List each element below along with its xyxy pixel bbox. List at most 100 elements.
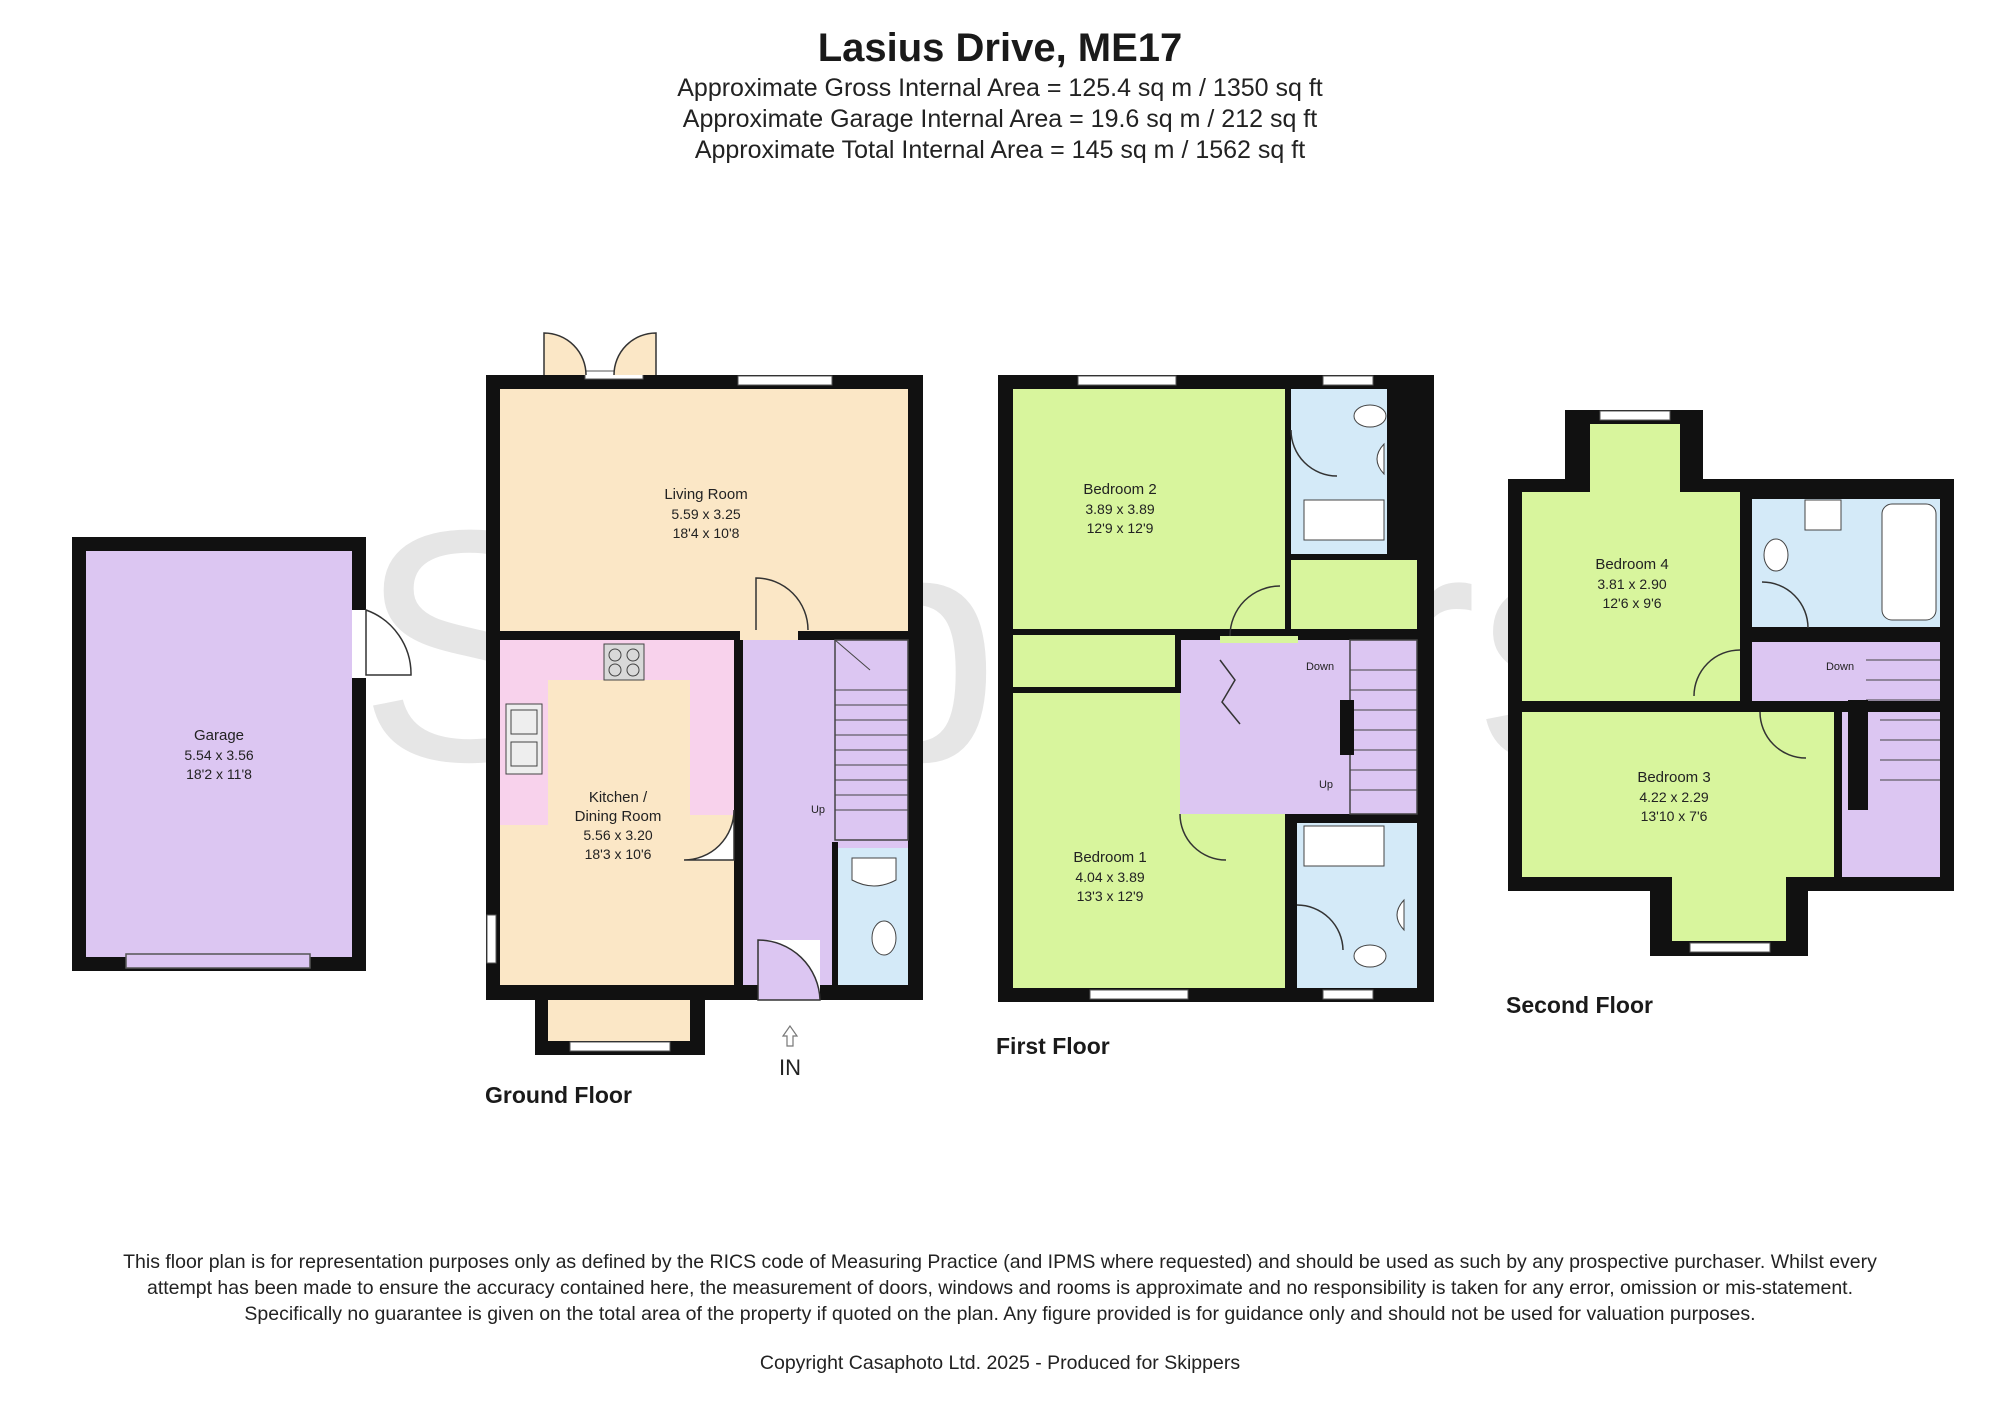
first-floor-wardrobe	[1013, 629, 1175, 687]
sink-bowl	[510, 741, 538, 767]
bedroom-2-metric: 3.89 x 3.89	[1085, 501, 1154, 517]
bedroom-4-wall	[1740, 492, 1752, 701]
bay-window	[569, 1041, 671, 1052]
bedroom-2-wall	[1285, 389, 1291, 629]
bedroom-4-door-swing	[1693, 649, 1741, 697]
en-suite-1-window	[1322, 375, 1374, 386]
en-suite-1-toilet-icon	[1353, 404, 1387, 428]
second-floor-plan: Down Bedroom 4 3.81 x 2.90 12'6 x 9'6 Be…	[1508, 410, 1954, 956]
bedroom-3-dormer	[1672, 877, 1786, 941]
bedroom-4-metric: 3.81 x 2.90	[1597, 576, 1666, 592]
bedroom-3-name: Bedroom 3	[1637, 769, 1710, 786]
ground-floor-plan: Up Living Room 5.59 x 3.25 18'4 x 10'8 K…	[486, 332, 923, 1080]
second-floor-label: Second Floor	[1506, 992, 1653, 1018]
ground-staircase	[834, 639, 909, 841]
wc-basin-icon	[851, 857, 897, 887]
bedroom-3	[1522, 712, 1834, 877]
bedroom-2-window	[1077, 375, 1177, 386]
second-stair-down-label: Down	[1826, 661, 1854, 673]
bedroom-1-name: Bedroom 1	[1073, 849, 1146, 866]
bedroom-1-window	[1089, 989, 1189, 1000]
bedroom-2-name: Bedroom 2	[1083, 481, 1156, 498]
living-door-gap	[740, 630, 798, 640]
bedroom-3-wall	[1522, 701, 1940, 712]
kitchen-name-line1: Kitchen /	[589, 789, 648, 806]
kitchen-metric: 5.56 x 3.20	[583, 827, 652, 843]
ground-stair-up-label: Up	[811, 804, 825, 816]
front-door-swing	[757, 939, 821, 1001]
bedroom-4-imperial: 12'6 x 9'6	[1602, 595, 1661, 611]
first-floor-partition	[1013, 629, 1417, 635]
bedroom-1-imperial: 13'3 x 12'9	[1077, 888, 1144, 904]
living-room	[500, 389, 908, 631]
page-title: Lasius Drive, ME17	[817, 26, 1183, 70]
first-floor-staircase	[1340, 639, 1418, 815]
bedroom-2	[1013, 389, 1291, 629]
garage-imperial: 18'2 x 11'8	[186, 766, 252, 782]
living-room-metric: 5.59 x 3.25	[671, 506, 740, 522]
kitchen-hall-wall	[734, 640, 743, 985]
sink-bowl	[510, 709, 538, 735]
bath-icon	[1881, 503, 1937, 621]
total-internal-area: Approximate Total Internal Area = 145 sq…	[694, 136, 1306, 164]
kitchen-door-swing	[683, 809, 735, 861]
en-suite-1-door-swing	[1290, 429, 1338, 477]
garage-name: Garage	[194, 727, 244, 744]
garage-metric: 5.54 x 3.56	[184, 747, 253, 763]
bedroom-3-window	[1689, 942, 1771, 953]
bathroom-wall	[1752, 627, 1940, 642]
ground-floor-label: Ground Floor	[485, 1082, 632, 1108]
bathroom-toilet-icon	[1763, 538, 1789, 572]
kitchen-worktop-right	[690, 640, 734, 815]
hob-ring	[608, 663, 622, 677]
kitchen-side-window	[486, 914, 497, 964]
living-kitchen-wall	[500, 631, 908, 640]
french-door-left-swing	[543, 332, 587, 376]
first-stair-up-label: Up	[1319, 779, 1333, 791]
en-suite-2-basin-icon	[1396, 898, 1405, 932]
entrance-arrow-icon	[781, 1024, 799, 1047]
first-floor-plan: Down Up Bedroom 2 3.89 x 3.89 12'9 x 12'…	[998, 375, 1434, 1002]
garage-internal-area: Approximate Garage Internal Area = 19.6 …	[682, 105, 1318, 133]
entrance-label: IN	[779, 1055, 801, 1080]
garage-room	[72, 537, 366, 971]
garage-block: Garage 5.54 x 3.56 18'2 x 11'8	[72, 537, 412, 971]
landing-cupboard-doors	[1219, 659, 1241, 725]
en-suite-1-wall	[1291, 554, 1417, 560]
en-suite-2-wall	[1291, 814, 1417, 823]
copyright-text: Copyright Casaphoto Ltd. 2025 - Produced…	[759, 1352, 1241, 1374]
hob	[603, 643, 645, 681]
living-room-imperial: 18'4 x 10'8	[673, 525, 740, 541]
en-suite-1-basin-icon	[1376, 442, 1385, 476]
bedroom-3-door-swing	[1759, 711, 1807, 759]
bedroom-4-window	[1599, 410, 1671, 421]
bathroom-door-swing	[1761, 581, 1809, 629]
wc-wall	[832, 842, 838, 985]
garage-door	[125, 953, 311, 969]
stair-side-wall	[1834, 712, 1842, 877]
hob-ring	[608, 648, 622, 662]
bedroom-4	[1522, 492, 1740, 701]
bedroom-2-door-swing	[1229, 585, 1281, 637]
kitchen-sink	[505, 703, 543, 775]
disclaimer-text: This floor plan is for representation pu…	[123, 1251, 1877, 1325]
bedroom-1-wall	[1013, 687, 1181, 693]
living-window	[737, 375, 833, 386]
first-floor-label: First Floor	[996, 1033, 1110, 1059]
french-door-right-swing	[613, 332, 657, 376]
bedroom-1-en-suite-wall	[1285, 814, 1291, 988]
bedroom-1-door-swing	[1179, 813, 1227, 861]
bedroom-2-imperial: 12'9 x 12'9	[1087, 520, 1154, 536]
bedroom-4-name: Bedroom 4	[1595, 556, 1668, 573]
gross-internal-area: Approximate Gross Internal Area = 125.4 …	[677, 74, 1323, 102]
garage-side-door-swing	[365, 608, 412, 676]
bay-window-area	[548, 1000, 690, 1041]
garage-side-door-gap	[352, 610, 366, 678]
hob-ring	[626, 648, 640, 662]
en-suite-2-shower-icon	[1303, 825, 1385, 867]
living-room-name: Living Room	[664, 486, 747, 503]
living-door-swing	[755, 577, 809, 631]
wc-toilet-icon	[871, 920, 897, 956]
bedroom-3-metric: 4.22 x 2.29	[1639, 789, 1708, 805]
